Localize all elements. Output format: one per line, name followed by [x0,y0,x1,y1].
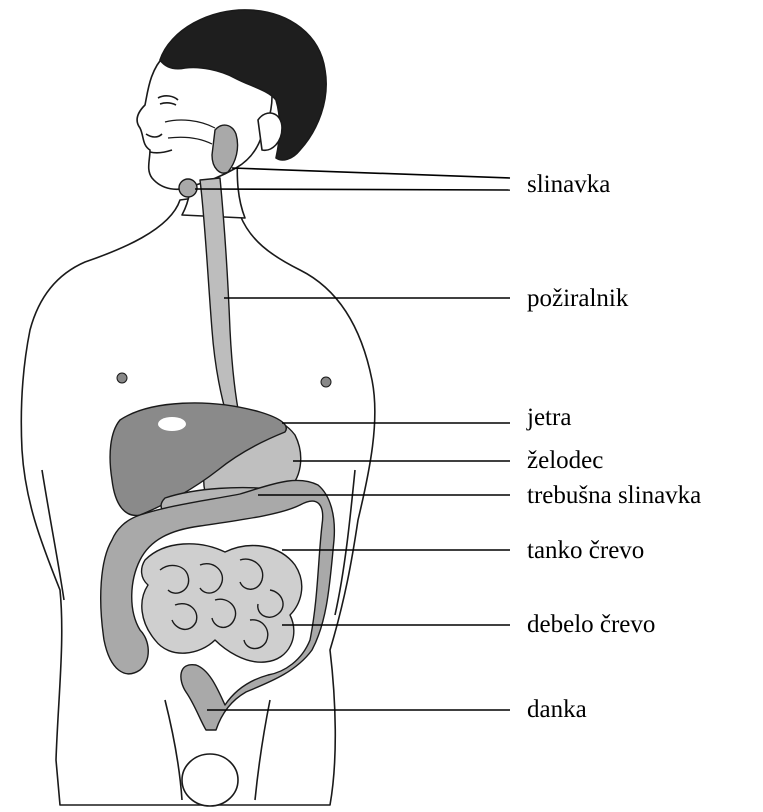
label-small-intestine: tanko črevo [527,538,644,563]
submandibular-gland [179,179,197,197]
leader-line-salivary-lower [195,189,510,190]
label-esophagus: požiralnik [527,286,628,311]
label-salivary-gland: slinavka [527,172,610,197]
genital-outline [182,754,238,806]
label-rectum: danka [527,697,587,722]
leader-line-salivary-upper [232,168,510,178]
label-large-intestine: debelo črevo [527,612,655,637]
label-pancreas: trebušna slinavka [527,483,701,508]
label-stomach: želodec [527,448,603,473]
label-liver: jetra [527,405,571,430]
small-intestine [142,544,302,662]
